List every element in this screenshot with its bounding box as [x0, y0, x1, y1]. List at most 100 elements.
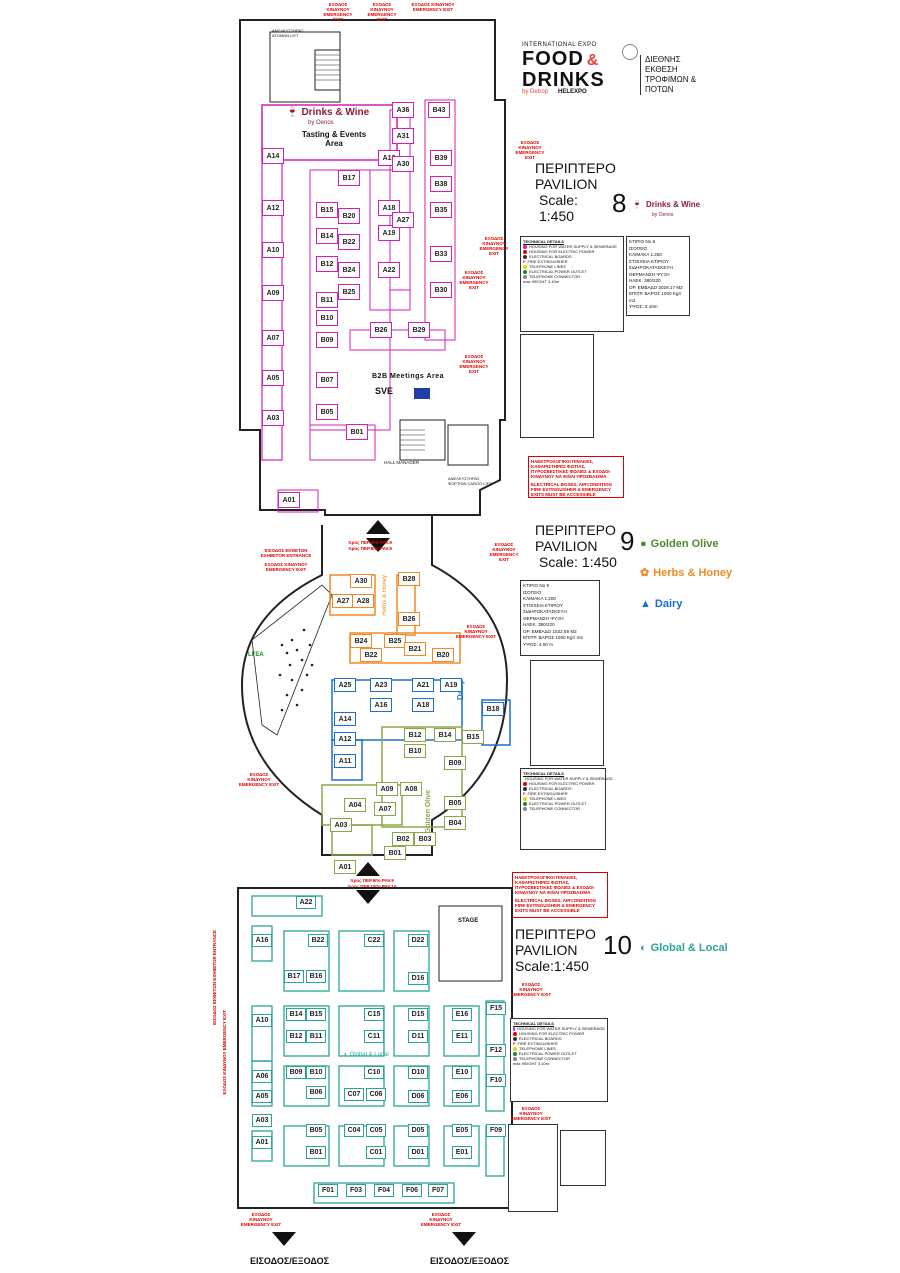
pav9-brand-herbs: ✿ Herbs & Honey	[640, 566, 732, 580]
ampersand-icon: &	[586, 52, 599, 69]
booth: A10	[262, 242, 284, 258]
pav9-scale-label: Scale:	[539, 554, 578, 570]
center-brand-name: Global & Local	[349, 1052, 389, 1058]
emergency-exit-label: ΕΞΟΔΟΣ ΚΙΝΔΥΝΟΥ EMERGENCY EXIT	[479, 236, 509, 256]
emergency-exit-label: ΕΞΟΔΟΣ ΚΙΝΔΥΝΟΥ EMERGENCY EXIT	[264, 562, 308, 572]
pav8-area-brand: 🍷 Drinks & Wine	[286, 107, 369, 118]
booth: A12	[334, 732, 356, 746]
legend-label: FIRE EXTINGUISHER	[527, 791, 568, 796]
booth: A04	[344, 798, 366, 812]
emergency-exit-label: ΕΞΟΔΟΣ ΚΙΝΔΥΝΟΥ EMERGENCY EXIT	[240, 1212, 282, 1227]
booth: C07	[344, 1088, 364, 1101]
booth: A07	[262, 330, 284, 346]
info-line: ΙΣΟΓΕΙΟ	[523, 589, 542, 595]
booth: E10	[452, 1066, 472, 1079]
pav9-brand-olive: ● Golden Olive	[640, 538, 719, 550]
booth: B09	[316, 332, 338, 348]
pav8-number: 8	[612, 188, 627, 218]
legend-label: FIRE EXTINGUISHER	[527, 259, 568, 264]
legend-row: ELECTRICAL POWER OUTLET	[513, 1051, 605, 1056]
booth: B15	[306, 1008, 326, 1021]
booth: D01	[408, 1146, 428, 1159]
booth: A22	[378, 262, 400, 278]
booth: B14	[434, 728, 456, 742]
info-line: ΕΠΙΤΡ. ΒΑΡΟΣ 1000 Kgr/ m2	[523, 635, 583, 640]
info-line: ΟΡ. ΕΜΒΑΔΟ 2029.17 M2	[629, 284, 683, 290]
pav10-scale: Scale:1:450	[515, 958, 589, 974]
phone-icon	[523, 264, 527, 269]
legend-row: HOUSING FOR ELECTRIC POWER	[523, 781, 603, 786]
fire-icon: F	[513, 1041, 516, 1046]
pav8-brand: 🍷 Drinks & Wine	[632, 200, 700, 209]
booth: A31	[392, 128, 414, 144]
info-line: ΗΛΕΚ. 380/220	[523, 622, 555, 627]
legend-row: HOUSING FOR WATER SUPPLY & SEWERAGE	[523, 776, 613, 781]
lfea-logo: LFEA	[248, 652, 264, 658]
arrow-down-icon	[272, 1232, 296, 1246]
legend-row: TELEPHONE CONNECTOR	[523, 806, 603, 811]
legend-label: HOUSING FOR WATER SUPPLY & SEWERAGE	[525, 776, 613, 781]
info-line: ΣΤΟΙΧΕΙΑ ΚΤΙΡΙΟΥ	[629, 258, 669, 264]
cargo-lift-label: ΑΝΕΛΚΥΣΤΗΡΑΣ ΦΟΡΤΙΩΝ CARGO LIFT	[448, 476, 492, 486]
outlet-icon	[523, 801, 527, 806]
booth: D06	[408, 1090, 428, 1103]
red-note-line: ΗΛΕΚΤΡΟΛΟΓΙΚΟΙ ΠΙΝΑΚΕΣ, ΚΑΘΑΡΙΣΤΗΡΕΣ ΦΩΤ…	[515, 875, 594, 895]
legend-row: max HEIGHT 3.10m	[523, 279, 621, 284]
pav10-legend: TECHNICAL DETAILS HOUSING FOR WATER SUPP…	[510, 1018, 608, 1102]
arrow-down-icon	[356, 890, 380, 904]
arrow-up-icon	[366, 520, 390, 534]
info-line: ΘΕΡΜΑΝΣΗ ΨΥΞΗ	[523, 615, 564, 621]
legend-row: HOUSING FOR WATER SUPPLY & SEWERAGE	[513, 1026, 605, 1031]
greek-title-line: ΤΡΟΦΙΜΩΝ &	[645, 75, 697, 84]
to-pav10-label: προς ΠΕΡ.10/to PAV.10	[347, 884, 397, 889]
legend-label: ELECTRICAL POWER OUTLET	[529, 269, 587, 274]
water-icon	[513, 1026, 516, 1031]
booth: B38	[430, 176, 452, 192]
connector-icon	[523, 274, 527, 279]
booth: C10	[364, 1066, 384, 1079]
booth: B22	[338, 234, 360, 250]
booth: F03	[346, 1184, 366, 1197]
booth: B09	[444, 756, 466, 770]
booth: A05	[252, 1090, 272, 1103]
legend-label: HOUSING FOR ELECTRIC POWER	[529, 781, 595, 786]
booth: C06	[366, 1088, 386, 1101]
pav9-tech-title: TECHNICAL DETAILS	[523, 771, 564, 776]
emergency-exit-label: ΕΞΟΔΟΣ ΚΙΝΔΥΝΟΥ EMERGENCY EXIT	[323, 2, 353, 22]
emergency-exit-label: ΕΞΟΔΟΣ ΚΙΝΔΥΝΟΥ EMERGENCY EXIT	[510, 982, 552, 997]
booth: B01	[384, 846, 406, 860]
legend-row: TELEPHONE LINES	[523, 264, 621, 269]
arrow-down-icon	[366, 538, 390, 552]
booth: E05	[452, 1124, 472, 1137]
booth: A12	[262, 200, 284, 216]
logo-helexpo: HELEXPO	[558, 89, 587, 95]
emergency-exit-label: ΕΞΟΔΟΣ ΚΙΝΔΥΝΟΥ EMERGENCY EXIT	[238, 772, 280, 787]
booth: E01	[452, 1146, 472, 1159]
fire-icon: F	[523, 791, 526, 796]
emergency-exit-label: ΕΞΟΔΟΣ ΚΙΝΔΥΝΟΥ EMERGENCY EXIT	[222, 1010, 227, 1095]
legend-row: HOUSING FOR ELECTRIC POWER	[513, 1031, 605, 1036]
emergency-exit-label: ΕΞΟΔΟΣ ΚΙΝΔΥΝΟΥ EMERGENCY EXIT	[459, 270, 489, 290]
booth: C01	[366, 1146, 386, 1159]
booth: B20	[432, 648, 454, 662]
booth: B14	[286, 1008, 306, 1021]
red-note-line: ELECTRICAL BOXES, AIRCONDITION FIRE EXTI…	[531, 482, 612, 497]
booth: B24	[350, 634, 372, 648]
booth: A16	[252, 934, 272, 947]
info-line: ΕΠΙΤΡ. ΒΑΡΟΣ 1000 Kgr/ m2	[629, 291, 682, 303]
exhibitor-entrance-label: ΕΙΣΟΔΟΣ ΕΚΘΕΤΩΝ EXHIBITOR ENTRANCE	[212, 930, 217, 1025]
booth: B20	[338, 208, 360, 224]
legend-label: TELEPHONE LINES	[529, 264, 566, 269]
booth: A27	[332, 594, 354, 608]
booth: B22	[360, 648, 382, 662]
wine-glass-icon: 🍷	[632, 200, 642, 209]
info-line: ΚΛΙΜΑΚΑ 1:200	[523, 596, 556, 601]
pav9-english: PAVILION	[535, 538, 598, 554]
legend-row: ELECTRICAL BOARDS	[523, 786, 603, 791]
booth: B25	[384, 634, 406, 648]
booth: A08	[400, 782, 422, 796]
legend-row: TELEPHONE LINES	[513, 1046, 605, 1051]
wine-glass-icon: 🍷	[286, 107, 299, 118]
